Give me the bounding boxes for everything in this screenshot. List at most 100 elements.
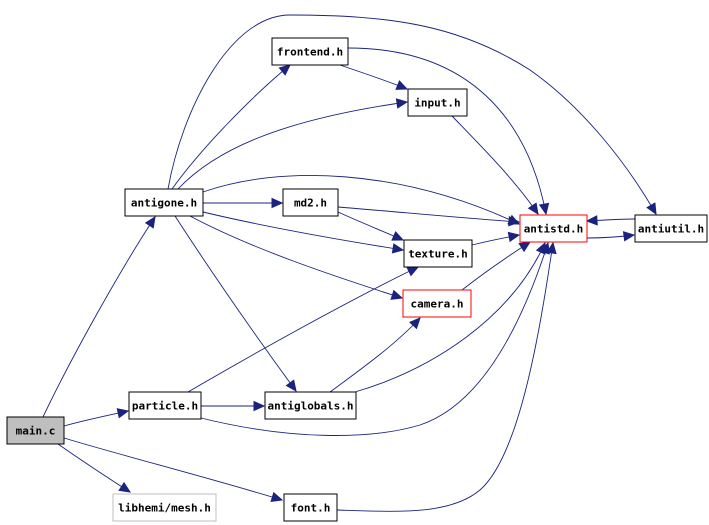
edge-frontend-to-antistd: [347, 47, 550, 216]
edge-arrowhead: [535, 241, 546, 255]
node-frontend[interactable]: frontend.h: [271, 37, 349, 66]
node-box: [283, 493, 338, 522]
node-label: texture.h: [408, 248, 468, 261]
edge-line: [200, 242, 549, 436]
edge-antigone-to-antiglobals: [174, 215, 297, 392]
edge-arrowhead: [622, 231, 636, 242]
edge-line: [63, 437, 283, 501]
edge-arrowhead: [116, 408, 130, 419]
edge-arrowhead: [285, 379, 297, 392]
edge-texture-to-antistd: [471, 231, 521, 246]
edge-md2-to-texture: [337, 211, 405, 241]
edge-line: [451, 115, 539, 215]
node-box: [402, 289, 472, 318]
node-md2[interactable]: md2.h: [282, 188, 339, 217]
node-label: antigone.h: [131, 197, 197, 210]
edge-antistd-to-antiutil: [586, 231, 636, 242]
edge-antigone-to-frontend: [171, 64, 291, 190]
edge-camera-to-antistd: [461, 241, 532, 291]
node-label: md2.h: [294, 197, 327, 210]
edge-line: [202, 211, 404, 251]
node-texture[interactable]: texture.h: [403, 239, 473, 268]
node-box: [519, 214, 588, 243]
edge-arrowhead: [507, 231, 521, 243]
edge-arrowhead: [406, 266, 420, 277]
node-label: antistd.h: [524, 223, 584, 236]
edge-line: [171, 64, 291, 190]
nodes-layer: main.c antigone.h frontend.h input.h md2.h an…: [6, 37, 708, 522]
edge-antigone-to-camera: [189, 215, 404, 300]
edge-md2-to-antistd: [337, 206, 521, 227]
node-label: particle.h: [132, 400, 198, 413]
edge-line: [337, 211, 404, 241]
node-label: antiutil.h: [638, 223, 704, 236]
edge-arrowhead: [271, 197, 284, 209]
edge-arrowhead: [278, 64, 291, 76]
node-box: [128, 391, 202, 420]
node-label: antiglobals.h: [267, 400, 353, 413]
node-label: main.c: [16, 425, 56, 438]
edge-particle-to-antistd: [200, 241, 550, 436]
node-box: [6, 416, 65, 445]
edge-antiglobals-to-antistd: [354, 241, 546, 393]
node-camera[interactable]: camera.h: [402, 289, 472, 318]
node-particle[interactable]: particle.h: [128, 391, 202, 420]
edge-arrowhead: [391, 230, 405, 241]
edge-particle-to-antiglobals: [201, 400, 266, 412]
node-label: font.h: [291, 502, 331, 515]
node-box: [264, 391, 357, 420]
edge-line: [354, 242, 546, 393]
edge-frontend-to-input: [339, 64, 409, 90]
edge-arrowhead: [390, 289, 404, 300]
edge-line: [167, 14, 657, 215]
edge-line: [57, 443, 131, 493]
edge-arrowhead: [408, 317, 421, 330]
edge-arrowhead: [395, 80, 409, 90]
node-label: frontend.h: [277, 46, 343, 59]
edge-line: [42, 216, 156, 418]
edge-main-to-particle: [63, 408, 130, 427]
node-box: [124, 188, 204, 217]
node-antigone[interactable]: antigone.h: [124, 188, 204, 217]
node-box: [271, 37, 349, 66]
node-mesh[interactable]: libhemi/mesh.h: [112, 493, 217, 522]
edge-antigone-to-antiutil: [167, 14, 657, 216]
edge-font-to-antistd: [336, 241, 557, 512]
edge-arrowhead: [538, 202, 550, 216]
edge-line: [347, 47, 547, 215]
node-main[interactable]: main.c: [6, 416, 65, 445]
edge-line: [339, 64, 408, 90]
edge-line: [336, 242, 554, 512]
node-box: [407, 88, 468, 117]
node-antiutil[interactable]: antiutil.h: [634, 214, 708, 243]
edge-line: [329, 317, 421, 393]
node-input[interactable]: input.h: [407, 88, 468, 117]
node-antistd[interactable]: antistd.h: [519, 214, 588, 243]
node-label: input.h: [414, 97, 460, 110]
edge-antiglobals-to-camera: [329, 317, 421, 393]
edges-layer: [42, 14, 657, 512]
node-font[interactable]: font.h: [283, 493, 338, 522]
edge-arrowhead: [118, 481, 132, 493]
edge-arrowhead: [144, 215, 156, 229]
node-box: [282, 188, 339, 217]
edge-line: [177, 101, 408, 190]
edge-arrowhead: [270, 491, 284, 502]
edge-main-to-font: [63, 437, 284, 502]
edge-arrowhead: [395, 98, 409, 109]
edge-antigone-to-texture: [202, 211, 405, 254]
node-box: [403, 239, 473, 268]
edge-arrowhead: [253, 400, 266, 412]
edge-particle-to-texture: [187, 266, 420, 393]
node-antiglobals[interactable]: antiglobals.h: [264, 391, 357, 420]
node-box: [634, 214, 708, 243]
edge-arrowhead: [518, 241, 532, 253]
edge-line: [202, 175, 520, 225]
edge-line: [187, 266, 419, 393]
edge-main-to-mesh: [57, 443, 132, 493]
edge-antigone-to-antistd: [202, 175, 521, 225]
edge-arrowhead: [585, 215, 598, 226]
edge-antigone-to-md2: [203, 197, 284, 209]
edge-arrowhead: [508, 216, 521, 227]
